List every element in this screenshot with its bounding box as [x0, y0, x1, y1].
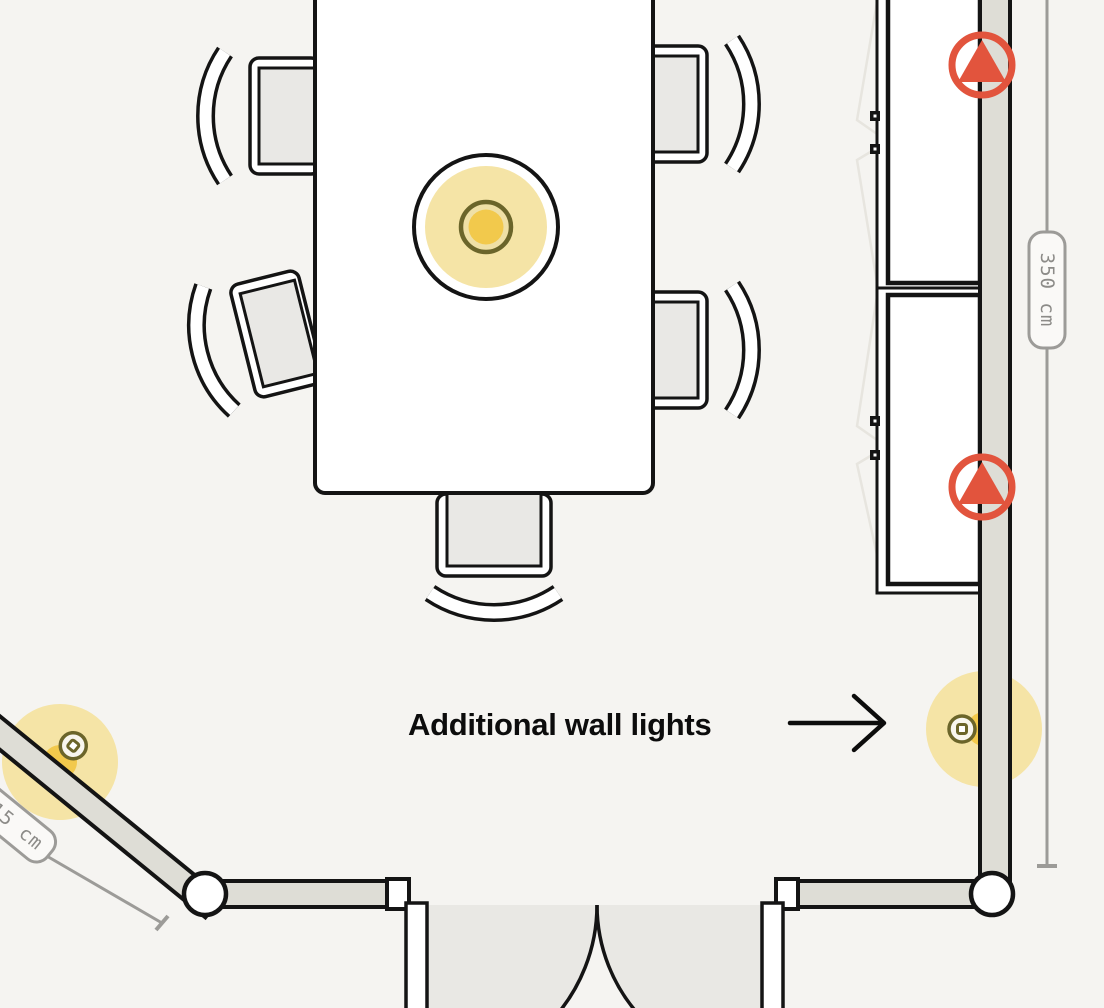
- chair-backrest: [426, 587, 562, 619]
- chair-top-left[interactable]: [206, 52, 320, 180]
- dimension-end-tick: [154, 914, 170, 932]
- ceiling-light[interactable]: [412, 153, 560, 301]
- door-leaf-left: [404, 901, 429, 1008]
- annotation-label: Additional wall lights: [408, 707, 711, 742]
- door-swing-area-left: [427, 905, 597, 1008]
- vent-circle-icon: [948, 453, 1016, 521]
- cabinet-body: [885, 292, 983, 587]
- door-leaf-right: [760, 901, 785, 1008]
- chair-seat-cushion: [445, 488, 543, 568]
- door-swing-arc-right: [595, 904, 636, 1008]
- cabinet-handle-dot: [873, 453, 877, 457]
- vent-marker-bottom[interactable]: [948, 453, 1016, 521]
- wall-cabinet-upper[interactable]: [855, 0, 985, 292]
- cabinet-door-swing-line: [855, 1, 879, 136]
- cabinet-door-swing-line: [855, 295, 879, 442]
- wall-light-icon-core: [66, 738, 81, 753]
- wall-bottom-right[interactable]: [794, 879, 988, 909]
- chair-mid-left[interactable]: [184, 263, 326, 415]
- vent-triangle-icon: [958, 40, 1006, 82]
- cabinet-door-swing-line: [855, 146, 879, 284]
- cabinet-handle-dot: [873, 419, 877, 423]
- right-arrow-icon: [787, 693, 887, 753]
- chair-bottom[interactable]: [424, 488, 564, 622]
- cabinet-handle-dot: [873, 114, 877, 118]
- double-door-swing: [427, 904, 762, 1008]
- dimension-label-box: [0, 749, 58, 864]
- wall-joint-right[interactable]: [968, 870, 1016, 918]
- dimension-right[interactable]: 350 cm: [1027, 0, 1067, 868]
- door-swing-arc-left: [559, 904, 599, 1008]
- vent-triangle-icon: [958, 462, 1006, 504]
- door-frame-left: [385, 877, 411, 911]
- vent-circle-icon: [948, 31, 1016, 99]
- ceiling-light-bulb: [468, 209, 504, 245]
- dimension-line: [44, 853, 163, 925]
- cabinet-door-swing-line: [855, 450, 879, 556]
- wall-cabinet-lower[interactable]: [855, 286, 985, 595]
- wall-light-icon-core: [956, 723, 968, 735]
- vent-marker-top[interactable]: [948, 31, 1016, 99]
- wall-joint-left[interactable]: [181, 870, 229, 918]
- dimension-label-box: [1027, 230, 1067, 350]
- double-door[interactable]: [385, 877, 800, 1008]
- wall-right[interactable]: [978, 0, 1012, 900]
- door-swing-area-right: [597, 905, 762, 1008]
- cabinet-handle-dot: [873, 147, 877, 151]
- walls[interactable]: [0, 0, 1012, 921]
- dimension-right-label-text: 350 cm: [1036, 253, 1058, 328]
